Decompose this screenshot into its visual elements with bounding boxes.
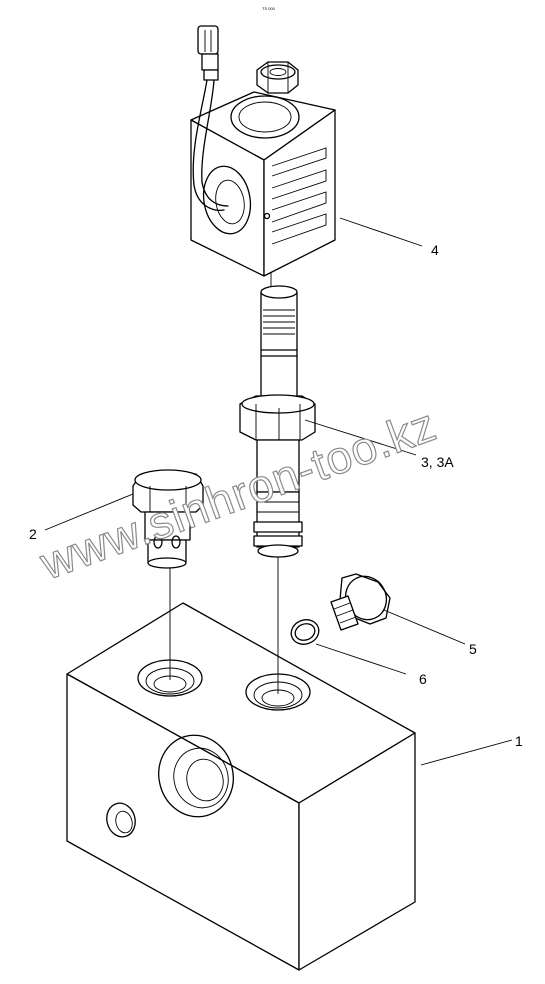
part-1-valve-block <box>66 602 416 971</box>
callout-6: 6 <box>419 671 427 687</box>
part-6-o-ring <box>290 619 320 645</box>
leader-lines <box>44 217 513 766</box>
callout-3: 3, 3A <box>421 454 454 470</box>
callout-1: 1 <box>515 733 523 749</box>
part-2-check-cartridge <box>132 469 204 569</box>
part-5-plug <box>330 573 391 631</box>
corner-mark: TS 000 <box>262 6 276 11</box>
part-4-solenoid-coil <box>190 25 336 277</box>
callout-2: 2 <box>29 526 37 542</box>
callout-4: 4 <box>431 242 439 258</box>
callout-5: 5 <box>469 641 477 657</box>
watermark: www.sinhron-too.kz <box>33 398 443 590</box>
part-3-valve-cartridge <box>239 285 316 558</box>
